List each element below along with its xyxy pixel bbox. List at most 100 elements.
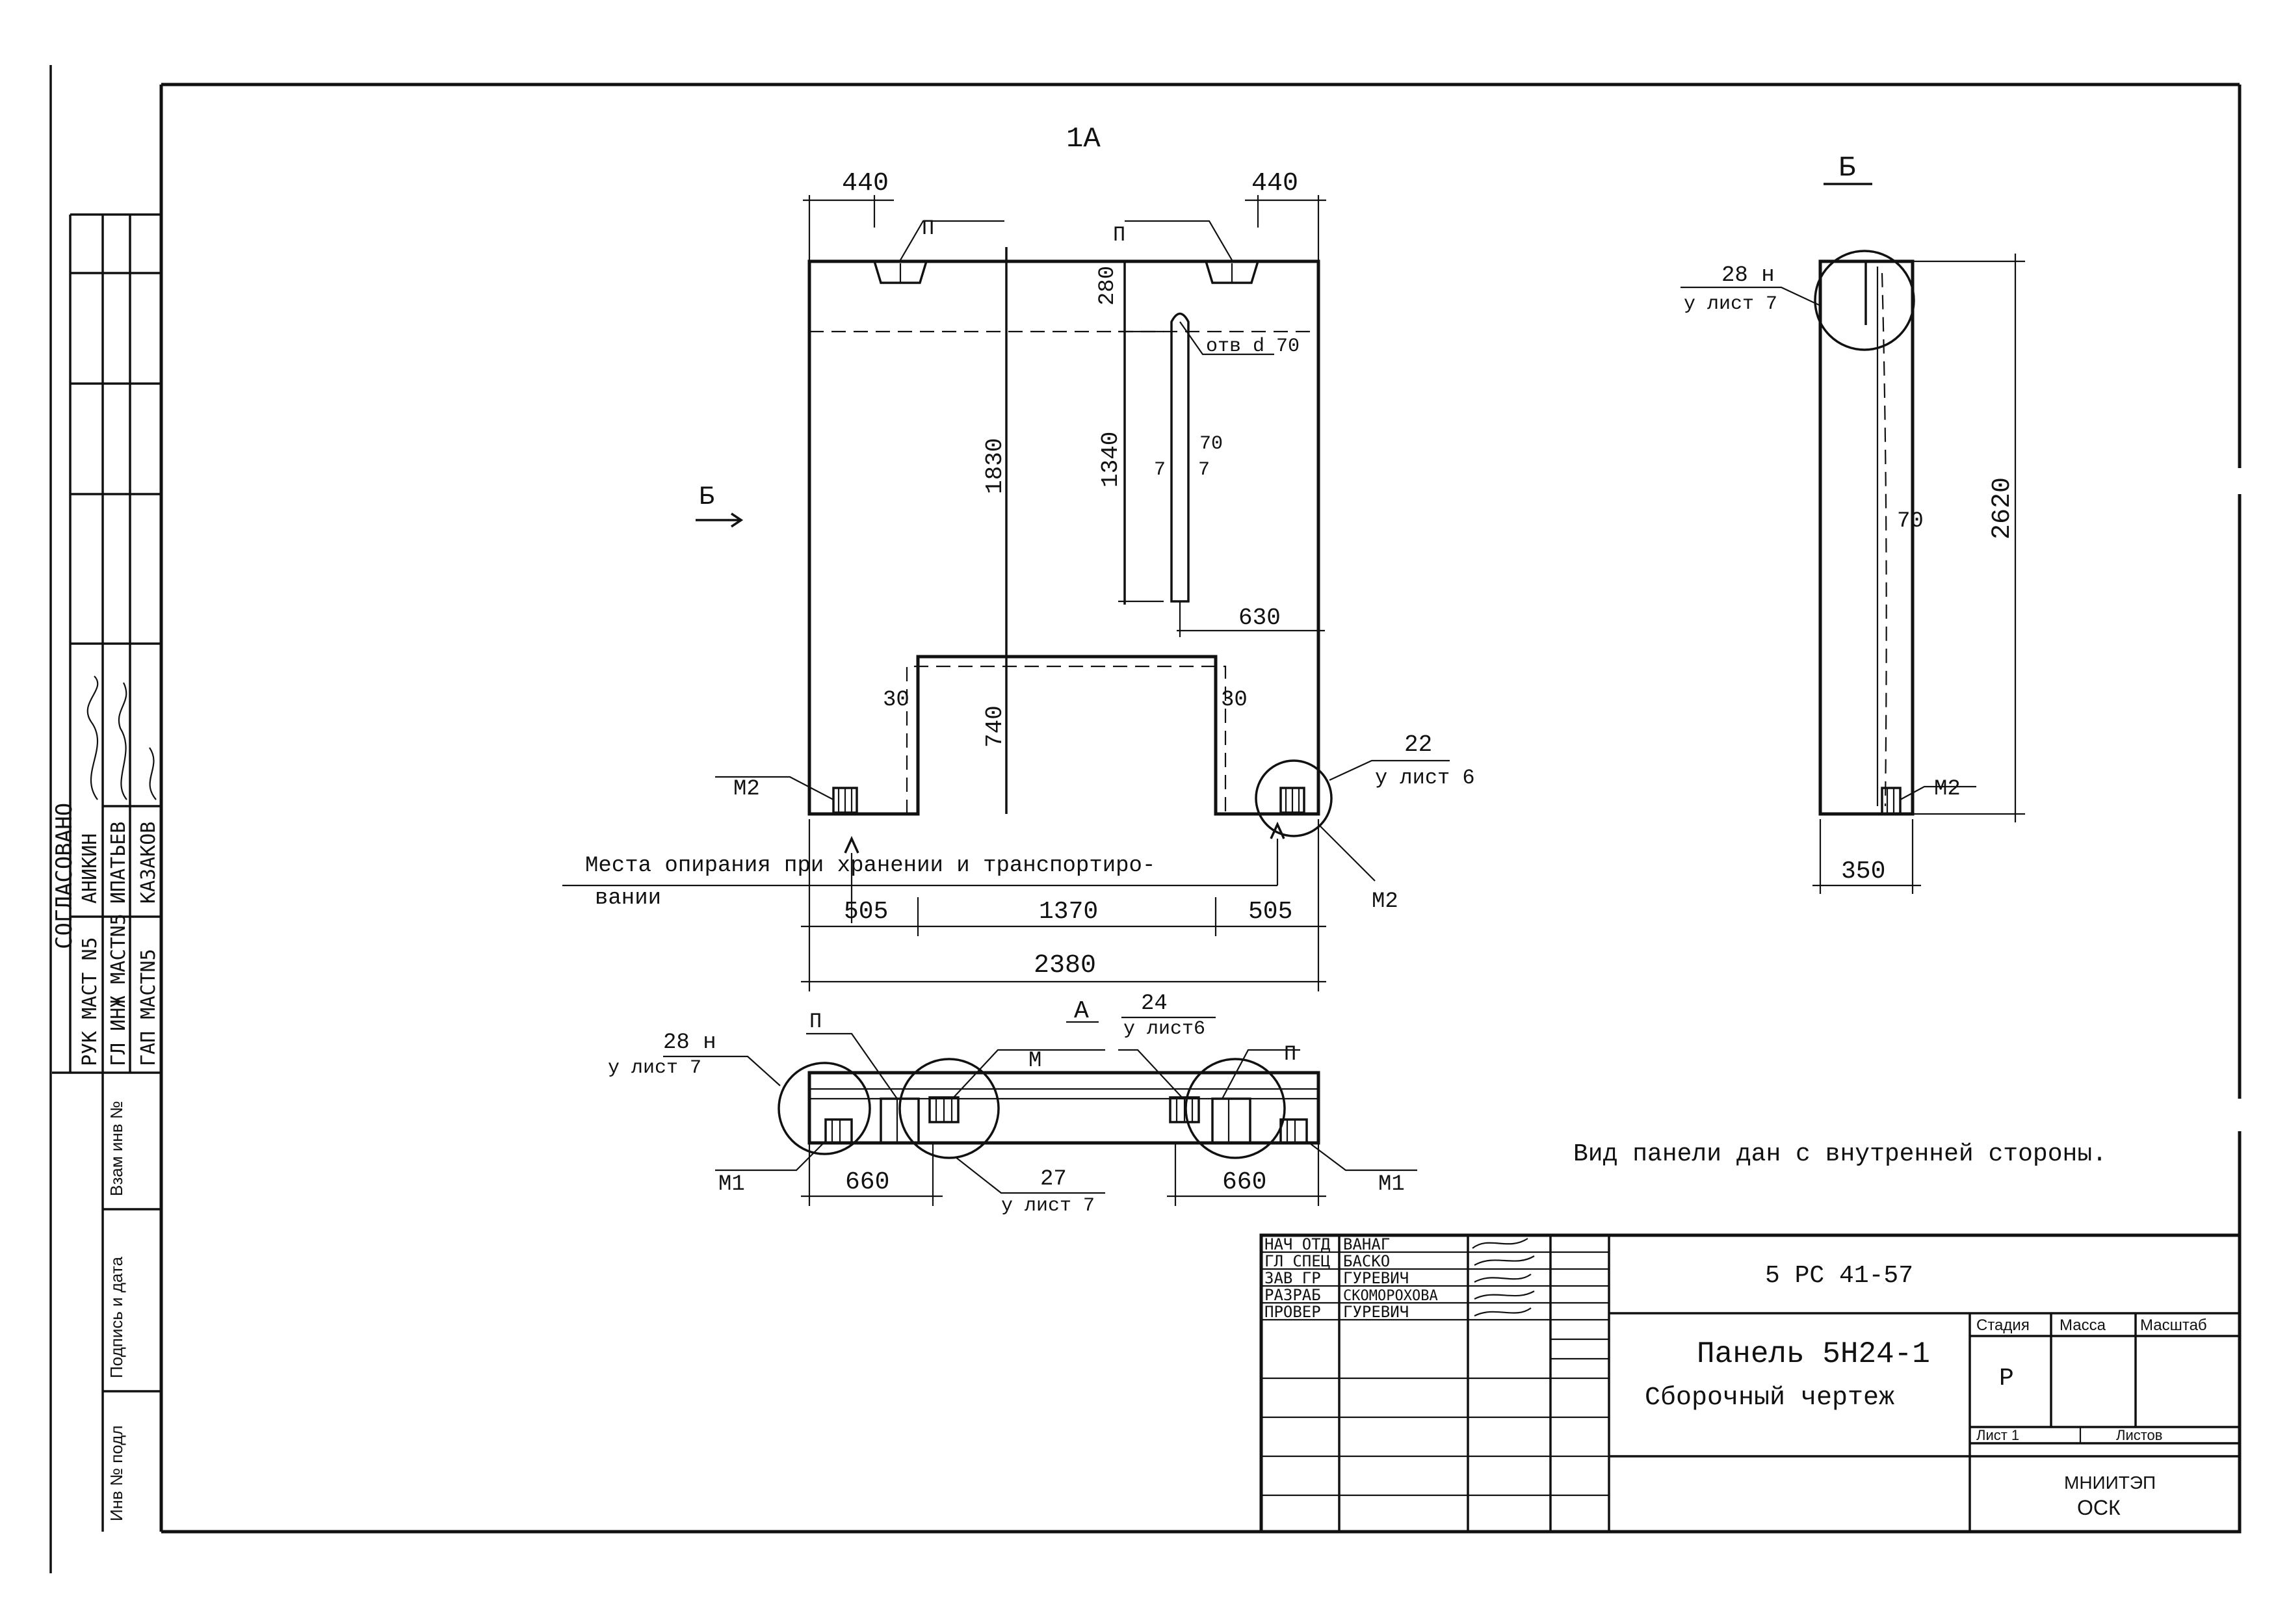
plan-loop-right: П [1284, 1042, 1296, 1066]
tb-org-line1: МНИИТЭП [2064, 1473, 2156, 1493]
approval-signature-3 [149, 747, 157, 800]
side-view: Б 28 н у лист 7 70 2620 М2 350 [1681, 152, 2025, 894]
inv-label: Инв № подл [107, 1425, 126, 1521]
approval-name-3: КАЗАКОВ [137, 822, 160, 904]
support-note-line1: Места опирания при хранении и транспорти… [585, 854, 1155, 878]
embed-m1-left [824, 1118, 853, 1144]
side-embed-m2 [1881, 787, 1902, 815]
tb-role-1: НАЧ ОТД [1264, 1235, 1331, 1253]
tb-role-5: ПРОВЕР [1264, 1303, 1321, 1321]
dim-30-right: 30 [1221, 688, 1248, 713]
panel-outline [807, 259, 1320, 816]
tb-sheets-label: Листов [2116, 1427, 2162, 1443]
m2-bottom-label: М2 [1372, 889, 1398, 914]
loop-label-left: П [922, 216, 934, 241]
side-detail-circle [1814, 250, 1915, 351]
approval-name-2: ИПАТЬЕВ [107, 822, 130, 904]
dim-440-right: 440 [1251, 169, 1298, 198]
approval-signature-1 [86, 675, 99, 800]
tb-org-line2: ОСК [2077, 1496, 2121, 1519]
side-dim-350: 350 [1841, 858, 1885, 885]
side-dim-70: 70 [1897, 509, 1924, 534]
tb-stage-value: Р [1999, 1365, 2014, 1393]
hole-slot [1170, 312, 1190, 603]
tb-title-line2: Сборочный чертеж [1645, 1383, 1894, 1413]
dim-740: 740 [982, 705, 1008, 748]
vzam-label: Взам инв № [107, 1101, 126, 1196]
tb-role-3: ЗАВ ГР [1264, 1269, 1321, 1287]
dim-440-left: 440 [842, 169, 889, 198]
dim-2380: 2380 [1034, 951, 1096, 980]
plan-m1-left: М1 [718, 1172, 745, 1197]
section-mark-1a: 1A [1066, 123, 1101, 155]
callout-28-plan-sheet: у лист 7 [608, 1057, 701, 1079]
detail-circle-24 [1184, 1058, 1286, 1159]
plan-m-label: М [1028, 1049, 1041, 1073]
title-block: НАЧ ОТД ГЛ СПЕЦ ЗАВ ГР РАЗРАБ ПРОВЕР ВАН… [1259, 1233, 2242, 1534]
tb-mass-label: Масса [2060, 1316, 2106, 1334]
dim-1830: 1830 [982, 438, 1008, 494]
tb-name-4: СКОМОРОХОВА [1343, 1288, 1438, 1304]
callout-22-sheet: у лист 6 [1375, 766, 1475, 790]
hole-label: отв d 70 [1206, 335, 1300, 358]
dim-7-a: 7 [1154, 459, 1166, 481]
callout-22-num: 22 [1404, 731, 1432, 758]
plan-dim-660-left: 660 [845, 1168, 889, 1196]
tb-name-1: ВАНАГ [1343, 1235, 1390, 1253]
detail-circle-27 [898, 1058, 1000, 1159]
tb-role-4: РАЗРАБ [1264, 1286, 1321, 1304]
view-note: Вид панели дан с внутренней стороны. [1573, 1140, 2107, 1168]
front-view: 1A 30 30 740 П П 440 440 280 1830 1340 [562, 123, 1475, 991]
dim-30-left: 30 [883, 688, 909, 713]
agreed-label: СОГЛАСОВАНО [51, 803, 77, 949]
tb-code: 5 РС 41-57 [1765, 1262, 1913, 1290]
approval-role-2: ГЛ ИНЖ МАСТN5 [107, 913, 130, 1066]
dim-7-b: 7 [1198, 459, 1210, 481]
tb-name-2: БАСКО [1343, 1252, 1390, 1270]
callout-24-num: 24 [1141, 991, 1168, 1016]
detail-circle-28-plan [778, 1062, 871, 1155]
tb-sheet-label: Лист 1 [1976, 1427, 2019, 1443]
side-callout-sheet: у лист 7 [1684, 293, 1777, 315]
detail-circle-22 [1255, 759, 1333, 837]
loop-label-right: П [1113, 223, 1125, 247]
plan-outline [807, 1071, 1320, 1145]
dim-1370: 1370 [1039, 898, 1098, 926]
approval-role-1: РУК МАСТ N5 [79, 937, 101, 1066]
embed-m1-right [1279, 1118, 1308, 1144]
side-outline [1818, 259, 1915, 816]
side-dim-2620: 2620 [1988, 477, 2017, 540]
approval-name-1: АНИКИН [79, 833, 101, 904]
tb-role-2: ГЛ СПЕЦ [1264, 1252, 1330, 1270]
section-a-label: А [1074, 997, 1089, 1025]
tb-scale-label: Масштаб [2140, 1316, 2207, 1334]
approval-role-3: ГАП МАСТN5 [137, 949, 160, 1066]
dim-630: 630 [1238, 605, 1281, 631]
podpis-label: Подпись и дата [107, 1256, 126, 1378]
support-note-line2: вании [595, 886, 661, 911]
plan-view: А 28 н у лист 7 П М 24 у лист6 П [608, 991, 1417, 1217]
approval-signature-2 [118, 682, 127, 800]
dim-70-top: 70 [1199, 433, 1223, 455]
tb-name-3: ГУРЕВИЧ [1343, 1269, 1409, 1287]
plan-loop-left: П [809, 1010, 822, 1034]
callout-27-sheet: у лист 7 [1001, 1195, 1095, 1217]
side-view-title: Б [1838, 152, 1855, 185]
tb-title-line1: Панель 5Н24-1 [1697, 1337, 1930, 1371]
tb-name-5: ГУРЕВИЧ [1343, 1303, 1409, 1321]
plan-m1-right: М1 [1378, 1172, 1405, 1197]
plan-dim-660-right: 660 [1222, 1168, 1266, 1196]
tb-signatures [1472, 1238, 1535, 1316]
side-callout-num: 28 н [1721, 263, 1775, 288]
m2-left-label: М2 [733, 777, 760, 802]
callout-28-plan-num: 28 н [663, 1030, 716, 1055]
dim-1340: 1340 [1097, 432, 1124, 488]
callout-24-sheet: у лист6 [1123, 1018, 1205, 1040]
dim-505-left: 505 [844, 898, 888, 926]
view-arrow-label: Б [699, 483, 714, 512]
left-strip: СОГЛАСОВАНО РУК МАСТ N5 АНИКИН ГЛ ИНЖ МА… [51, 213, 161, 1532]
dim-505-right: 505 [1248, 898, 1292, 926]
tb-stage-label: Стадия [1976, 1316, 2030, 1334]
callout-27-num: 27 [1040, 1167, 1067, 1192]
